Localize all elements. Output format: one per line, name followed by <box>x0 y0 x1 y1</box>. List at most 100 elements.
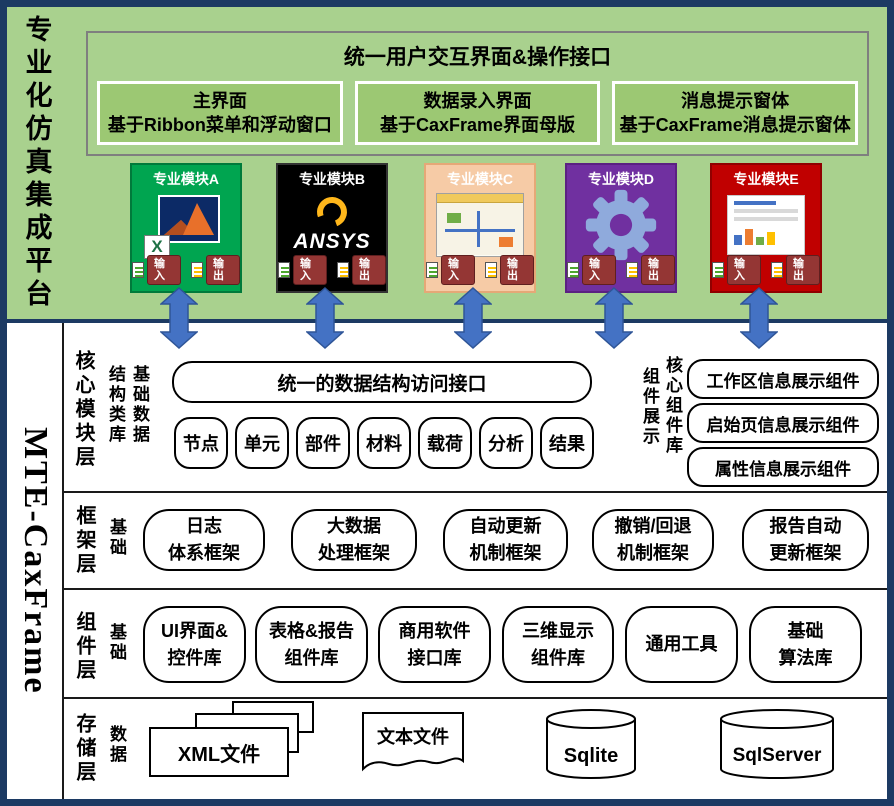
sqlserver-database-cylinder: SqlServer <box>717 707 837 781</box>
core-item-analysis: 分析 <box>479 417 533 469</box>
ui-box-line1: 数据录入界面 <box>423 90 532 111</box>
sqlserver-label: SqlServer <box>732 745 822 766</box>
layer-label-core: 核心模块层 <box>72 350 94 470</box>
layer-label-framework: 框架层 <box>73 505 95 577</box>
double-arrow-icon <box>740 287 778 349</box>
module-logo-area <box>426 187 534 263</box>
layer-divider <box>62 491 887 493</box>
ui-box-line1: 主界面 <box>192 90 247 111</box>
module-label: 专业模块A <box>152 171 220 187</box>
output-badge: 输出 <box>352 254 386 285</box>
commercial-software-interface-box: 商用软件 接口库 <box>378 606 491 683</box>
platform-section: 专业化仿真集成平台 统一用户交互界面&操作接口 主界面 基于Ribbon菜单和浮… <box>7 7 887 319</box>
framework-sub-label: 基础 <box>107 518 126 558</box>
layer-label-storage: 存储层 <box>73 713 95 785</box>
framework-section: MTE-CaxFrame 核心模块层 结构类库 基础数据 统一的数据结构访问接口… <box>7 323 887 799</box>
ui-box-data-entry: 数据录入界面 基于CaxFrame界面母版 <box>354 81 601 145</box>
framework-brand: MTE-CaxFrame <box>17 427 54 695</box>
input-doc-icon <box>426 261 438 278</box>
input-badge: 输入 <box>441 254 475 285</box>
mini-bar-chart <box>734 227 798 245</box>
module-output-group: 输出 <box>626 254 675 285</box>
module-label: 专业模块E <box>733 171 799 187</box>
ui-box-message-window: 消息提示窗体 基于CaxFrame消息提示窗体 <box>612 81 859 145</box>
output-badge: 输出 <box>786 254 820 285</box>
basic-algorithm-lib-box: 基础 算法库 <box>749 606 862 683</box>
input-doc-icon <box>712 261 724 278</box>
platform-title: 专业化仿真集成平台 <box>21 14 52 312</box>
report-framework-box: 报告自动 更新框架 <box>742 509 869 571</box>
ansys-logo: ANSYS <box>293 191 371 254</box>
undo-framework-box: 撤销/回退 机制框架 <box>592 509 714 571</box>
module-input-group: 输入 <box>426 254 475 285</box>
ansys-swirl-icon <box>312 191 352 232</box>
output-badge: 输出 <box>500 254 534 285</box>
unified-ui-boxes: 主界面 基于Ribbon菜单和浮动窗口 数据录入界面 基于CaxFrame界面母… <box>97 81 859 145</box>
input-doc-icon <box>567 261 579 278</box>
layer-divider <box>62 588 887 590</box>
input-badge: 输入 <box>293 254 327 285</box>
core-item-load: 载荷 <box>418 417 472 469</box>
module-output-group: 输出 <box>191 254 240 285</box>
output-doc-icon <box>337 261 349 278</box>
module-label: 专业模块B <box>298 171 366 187</box>
input-doc-icon <box>132 261 144 278</box>
output-doc-icon <box>771 261 783 278</box>
core-right-label-col2: 核心组件库 <box>663 356 682 456</box>
autoupdate-framework-box: 自动更新 机制框架 <box>443 509 568 571</box>
module-io-row: 输入 输出 <box>278 254 386 285</box>
gear-icon <box>585 189 657 261</box>
text-file-shape: 文本文件 <box>361 711 465 775</box>
ui-box-line2: 基于CaxFrame界面母版 <box>379 115 576 135</box>
output-doc-icon <box>485 261 497 278</box>
module-card-a: 专业模块A X 输入 <box>130 163 242 293</box>
text-file-label: 文本文件 <box>377 727 449 747</box>
core-sub-label-col1: 结构类库 <box>106 365 125 445</box>
ui-box-line1: 消息提示窗体 <box>681 90 790 111</box>
module-logo-area: X <box>132 187 240 263</box>
matlab-logo: X <box>132 187 240 263</box>
module-card-e: 专业模块E 输入 <box>710 163 822 293</box>
output-badge: 输出 <box>206 254 240 285</box>
sqlite-database-cylinder: Sqlite <box>543 707 639 781</box>
log-framework-box: 日志 体系框架 <box>143 509 265 571</box>
layer-label-component: 组件层 <box>73 611 95 683</box>
platform-title-wrap: 专业化仿真集成平台 <box>11 7 63 319</box>
double-arrow-icon <box>454 287 492 349</box>
layer-divider <box>62 697 887 699</box>
ui-box-line2: 基于Ribbon菜单和浮动窗口 <box>107 115 332 135</box>
module-io-row: 输入 输出 <box>712 254 820 285</box>
module-io-row: 输入 输出 <box>132 254 240 285</box>
module-output-group: 输出 <box>771 254 820 285</box>
output-badge: 输出 <box>641 254 675 285</box>
ui-box-line2: 基于CaxFrame消息提示窗体 <box>619 115 851 135</box>
core-item-material: 材料 <box>357 417 411 469</box>
core-item-part: 部件 <box>296 417 350 469</box>
framework-brand-wrap: MTE-CaxFrame <box>9 323 61 799</box>
unified-ui-panel-title: 统一用户交互界面&操作接口 <box>343 46 612 69</box>
output-doc-icon <box>191 261 203 278</box>
sqlite-label: Sqlite <box>563 745 619 767</box>
module-output-group: 输出 <box>337 254 386 285</box>
module-label: 专业模块C <box>446 171 514 187</box>
module-input-group: 输入 <box>132 254 181 285</box>
module-io-row: 输入 输出 <box>426 254 534 285</box>
module-logo-area: ANSYS <box>278 187 386 263</box>
startpage-info-box: 启始页信息展示组件 <box>687 403 879 443</box>
input-badge: 输入 <box>582 254 616 285</box>
ansys-logo-text: ANSYS <box>293 229 371 253</box>
data-structure-interface-box: 统一的数据结构访问接口 <box>172 361 592 403</box>
input-doc-icon <box>278 261 290 278</box>
ui-controls-lib-box: UI界面& 控件库 <box>143 606 246 683</box>
property-info-box: 属性信息展示组件 <box>687 447 879 487</box>
core-sub-label-col2: 基础数据 <box>130 365 149 445</box>
unified-ui-panel: 统一用户交互界面&操作接口 主界面 基于Ribbon菜单和浮动窗口 数据录入界面… <box>86 31 869 156</box>
storage-sub-label: 数据 <box>107 725 126 765</box>
module-logo-area <box>567 187 675 263</box>
module-label: 专业模块D <box>587 171 655 187</box>
double-arrow-icon <box>160 287 198 349</box>
core-item-element: 单元 <box>235 417 289 469</box>
xml-file-shape: XML文件 <box>149 727 289 777</box>
workspace-info-box: 工作区信息展示组件 <box>687 359 879 399</box>
